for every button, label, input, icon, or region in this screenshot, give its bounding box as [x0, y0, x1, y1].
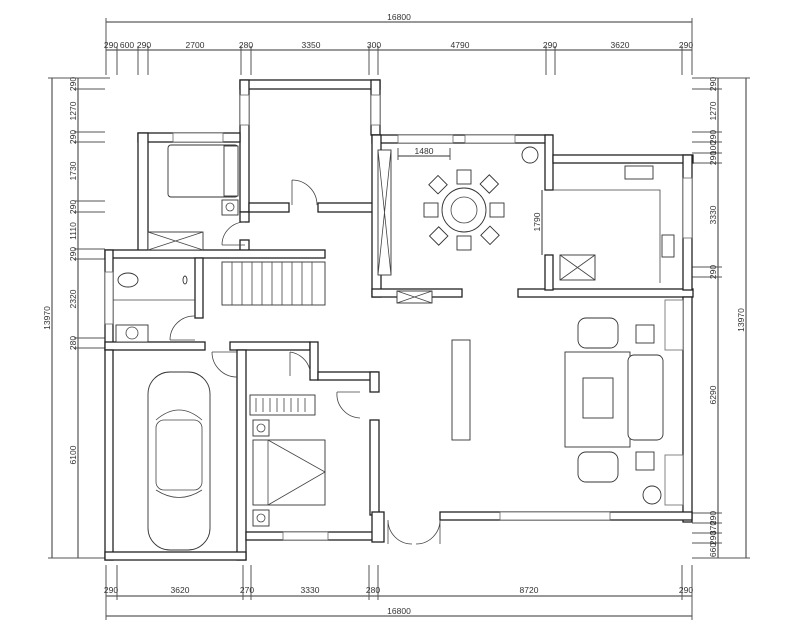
dim-left: 2320 — [68, 289, 78, 308]
dim-dining-window: 1480 — [415, 146, 434, 156]
dim-right: 660 — [708, 543, 718, 557]
bottom-dimensions: 290 3620 270 3330 280 8720 290 16800 — [104, 565, 693, 620]
dim-right: 290 — [708, 265, 718, 279]
dining-table — [441, 187, 487, 233]
dim-right: 3330 — [708, 205, 718, 224]
dim-bottom: 8720 — [520, 585, 539, 595]
kitchen-fixtures — [396, 165, 675, 304]
dim-left: 290 — [68, 247, 78, 261]
dim-top: 3350 — [302, 40, 321, 50]
dim-bottom: 290 — [104, 585, 118, 595]
dim-top: 290 — [679, 40, 693, 50]
left-dimensions: 13970 290 1270 290 1730 290 1110 290 232… — [42, 77, 110, 559]
dim-left: 280 — [68, 336, 78, 350]
dim-top: 290 — [137, 40, 151, 50]
sink — [115, 324, 149, 343]
dim-bottom: 280 — [366, 585, 380, 595]
living-room-furniture — [451, 317, 664, 505]
pillows — [223, 145, 239, 197]
stairs — [221, 261, 326, 306]
dim-right-total: 13970 — [736, 308, 746, 332]
car — [147, 371, 211, 551]
dim-bottom: 290 — [679, 585, 693, 595]
dim-kitchen-opening: 1790 — [532, 212, 542, 231]
armchair — [577, 451, 619, 483]
plant — [642, 485, 662, 505]
dim-left: 1270 — [68, 101, 78, 120]
dim-top: 3620 — [611, 40, 630, 50]
windows — [104, 94, 693, 541]
dim-right: 290 — [708, 130, 718, 144]
right-dimensions: 13970 290 1270 290 100 290 3330 290 6290… — [692, 77, 750, 559]
dim-bottom: 3330 — [301, 585, 320, 595]
dim-left: 6100 — [68, 445, 78, 464]
dim-top: 600 — [120, 40, 134, 50]
bed — [252, 439, 326, 506]
side-table — [635, 324, 655, 344]
dining-set — [377, 146, 539, 276]
dim-right: 370 — [708, 521, 718, 535]
dim-top: 290 — [543, 40, 557, 50]
dim-right: 290 — [708, 531, 718, 545]
interior-dimensions: 1480 1790 — [397, 146, 543, 255]
dim-left: 290 — [68, 200, 78, 214]
bedroom-1-furniture — [147, 144, 239, 251]
nightstand — [221, 199, 239, 216]
dim-right: 290 — [708, 77, 718, 91]
dim-bottom-total: 16800 — [387, 606, 411, 616]
stove — [624, 165, 654, 180]
dim-left-total: 13970 — [42, 306, 52, 330]
bedroom-2-furniture — [249, 394, 326, 527]
dim-left: 1730 — [68, 161, 78, 180]
dim-right: 290 — [708, 511, 718, 525]
dim-top: 300 — [367, 40, 381, 50]
dim-top: 290 — [104, 40, 118, 50]
sofa — [627, 354, 664, 441]
dim-top: 2700 — [186, 40, 205, 50]
coffee-table — [582, 377, 614, 419]
top-dimensions: 16800 290 600 290 2700 280 3350 300 4790… — [104, 12, 693, 75]
dim-right: 290 — [708, 151, 718, 165]
dim-right: 1270 — [708, 101, 718, 120]
dim-right: 6290 — [708, 385, 718, 404]
plant — [521, 146, 539, 164]
dim-left: 290 — [68, 130, 78, 144]
dim-bottom: 3620 — [171, 585, 190, 595]
kitchen-sink — [661, 234, 675, 258]
wardrobe — [249, 394, 316, 416]
tv-console — [451, 339, 471, 441]
dim-top-total: 16800 — [387, 12, 411, 22]
dim-top: 4790 — [451, 40, 470, 50]
doors — [169, 179, 441, 545]
side-table — [635, 451, 655, 471]
bathroom-fixtures — [113, 272, 195, 343]
dim-left: 290 — [68, 77, 78, 91]
toilet — [117, 272, 139, 288]
dim-left: 1110 — [68, 222, 78, 240]
armchair — [577, 317, 619, 349]
dim-top: 280 — [239, 40, 253, 50]
dim-right: 100 — [708, 141, 718, 155]
dim-bottom: 270 — [240, 585, 254, 595]
